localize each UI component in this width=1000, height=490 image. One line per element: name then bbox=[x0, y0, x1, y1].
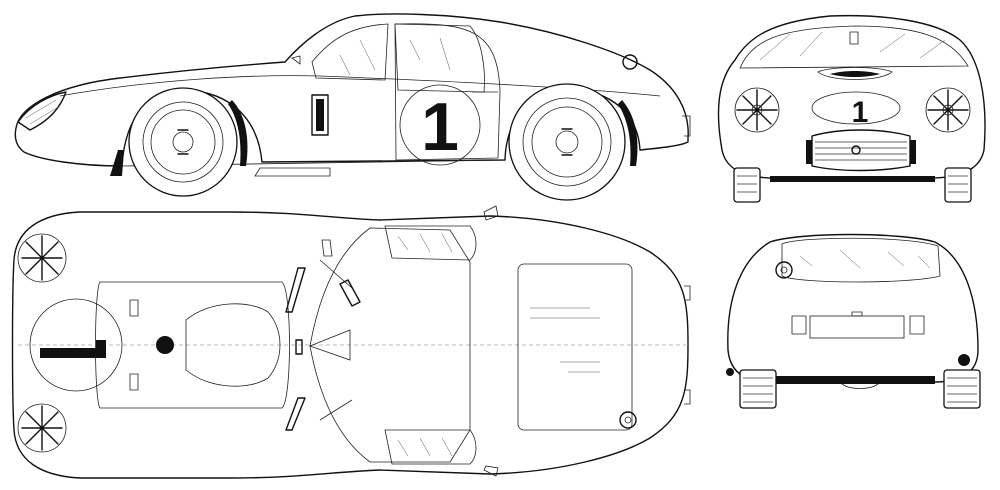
side-exhaust bbox=[254, 167, 331, 177]
top-filler bbox=[295, 339, 303, 355]
top-glass-hatch bbox=[397, 233, 453, 457]
top-left-deflector bbox=[339, 279, 361, 307]
front-grille-sides bbox=[806, 140, 916, 164]
side-front-wheel bbox=[128, 87, 238, 197]
rear-right-tyre bbox=[943, 369, 981, 409]
top-right-window bbox=[384, 429, 477, 465]
side-front-arch-shadow bbox=[228, 100, 248, 166]
front-grille bbox=[811, 129, 911, 172]
front-race-number: 1 bbox=[852, 96, 869, 129]
top-view bbox=[11, 205, 691, 479]
rear-glass-hatch bbox=[799, 249, 931, 269]
side-rear-arch-shadow bbox=[618, 100, 638, 166]
top-hood-bulge bbox=[185, 303, 281, 387]
rear-body-outline bbox=[727, 233, 979, 383]
top-mirror bbox=[321, 239, 333, 257]
rear-exhaust bbox=[958, 354, 970, 366]
top-rear-deck bbox=[517, 263, 633, 431]
top-left-wiper bbox=[285, 267, 306, 313]
top-hood-intake bbox=[156, 336, 174, 354]
side-number-roundel bbox=[399, 84, 481, 166]
side-tail-light bbox=[682, 115, 691, 137]
front-undertray bbox=[770, 176, 935, 182]
top-body-outline bbox=[11, 211, 689, 479]
side-front-spoiler bbox=[110, 150, 124, 176]
front-grille-bars bbox=[815, 141, 907, 161]
rear-left-tyre bbox=[739, 369, 777, 409]
side-windshield bbox=[311, 23, 389, 81]
side-race-number: 1 bbox=[421, 89, 459, 165]
top-pillar-lines bbox=[319, 259, 353, 421]
rear-plate-light bbox=[851, 311, 863, 317]
top-windshield-peak bbox=[308, 329, 351, 361]
top-right-wiper bbox=[285, 397, 306, 431]
top-number-bar-tip bbox=[96, 340, 106, 358]
top-tail-lights bbox=[684, 285, 691, 405]
side-rear-wheel bbox=[508, 83, 626, 201]
front-tow-point bbox=[851, 145, 861, 155]
top-fuel-cap bbox=[619, 411, 637, 429]
top-deck-text-lines bbox=[530, 307, 600, 373]
side-window bbox=[394, 23, 485, 93]
top-canopy bbox=[309, 227, 471, 463]
rear-diffuser bbox=[841, 383, 879, 389]
rear-number-plate bbox=[809, 315, 905, 339]
side-vent bbox=[311, 94, 329, 136]
top-left-headlight bbox=[17, 233, 67, 283]
side-view: 1 bbox=[14, 13, 691, 201]
top-number-roundel bbox=[29, 298, 123, 392]
side-headlight-lines bbox=[25, 99, 61, 125]
top-right-headlight bbox=[17, 403, 67, 453]
front-mirror bbox=[849, 31, 859, 45]
front-windshield bbox=[739, 25, 969, 69]
rear-valance bbox=[770, 376, 935, 384]
rear-view bbox=[726, 233, 981, 409]
top-hood-vents bbox=[129, 299, 139, 391]
front-glass-hatch bbox=[759, 31, 946, 61]
top-door-handles bbox=[483, 205, 499, 477]
side-glass-hatch bbox=[339, 37, 451, 76]
front-scoop-opening bbox=[830, 71, 880, 77]
front-left-tyre bbox=[733, 167, 761, 203]
rear-left-marker bbox=[726, 368, 734, 376]
front-hood-scoop bbox=[817, 67, 893, 80]
side-door bbox=[394, 23, 501, 161]
rear-fuel-cap bbox=[775, 261, 793, 279]
front-right-tyre bbox=[944, 167, 972, 203]
front-right-headlight bbox=[925, 87, 971, 133]
top-number-bar bbox=[40, 348, 106, 358]
rear-tail-lights bbox=[791, 315, 925, 335]
front-view: 1 bbox=[717, 14, 986, 203]
front-left-headlight bbox=[734, 87, 780, 133]
side-headlight bbox=[17, 91, 67, 131]
top-fuel-cap-center bbox=[624, 416, 632, 424]
side-fuel-cap bbox=[622, 54, 638, 70]
top-left-window bbox=[384, 225, 477, 261]
rear-window bbox=[781, 237, 941, 283]
side-vent-fill bbox=[316, 99, 324, 131]
rear-fuel-cap-center bbox=[780, 266, 788, 274]
side-mirror bbox=[291, 55, 301, 65]
front-number-roundel bbox=[811, 91, 901, 125]
